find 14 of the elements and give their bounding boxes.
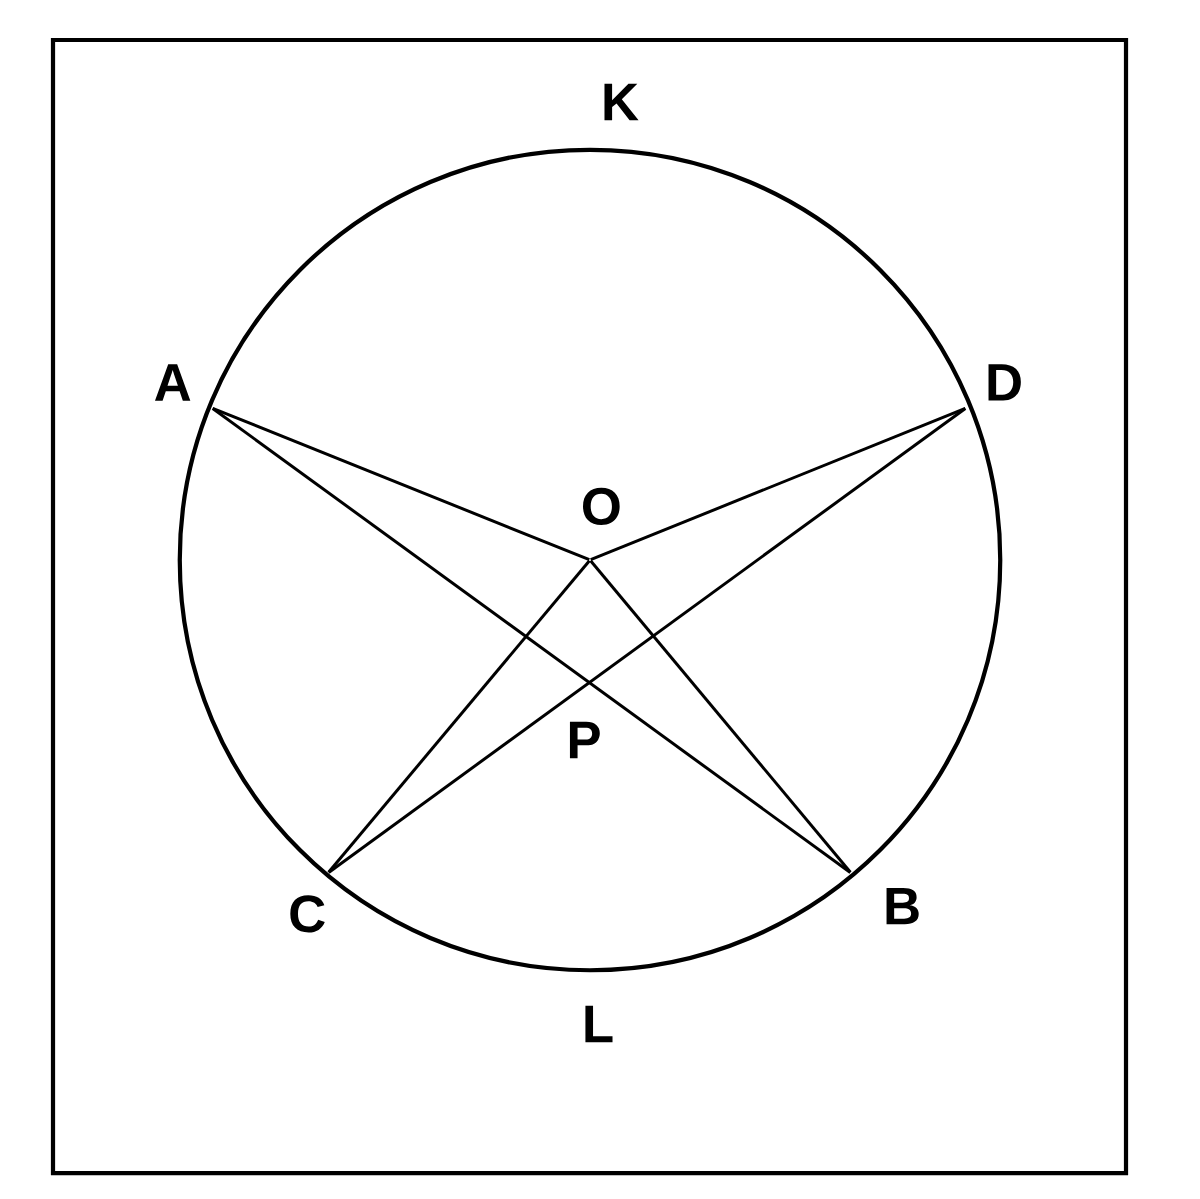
point-label: L xyxy=(585,1005,613,1043)
point-label: B xyxy=(886,888,919,925)
point-label: K xyxy=(604,83,639,121)
line-segment xyxy=(211,407,852,874)
point-label: C xyxy=(290,895,325,933)
point-label: A xyxy=(155,364,191,401)
point-label: D xyxy=(988,364,1021,401)
point-label: P xyxy=(569,721,600,759)
line-segment xyxy=(327,407,967,874)
line-segment xyxy=(590,406,966,562)
line-segment xyxy=(327,559,591,874)
line-segment xyxy=(589,559,852,874)
line-segment xyxy=(212,406,590,562)
point-label: O xyxy=(583,487,620,526)
